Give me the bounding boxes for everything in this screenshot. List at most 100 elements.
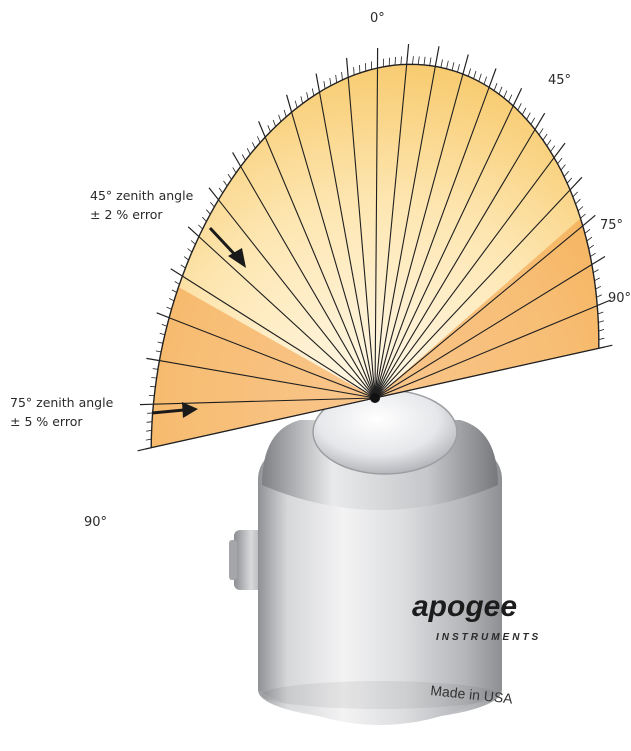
minor-tick bbox=[503, 90, 508, 99]
angle-ray bbox=[374, 189, 571, 399]
angle-ray bbox=[240, 166, 376, 399]
angle-labels: 0° 45° 75° 90° 90° bbox=[84, 11, 631, 530]
minor-tick bbox=[146, 421, 153, 423]
minor-tick bbox=[508, 94, 513, 102]
minor-tick bbox=[577, 206, 584, 212]
annotation-45-title: 45° zenith angle bbox=[90, 188, 194, 203]
angle-label-90-left: 90° bbox=[84, 515, 107, 530]
arrow-45 bbox=[208, 226, 246, 268]
sensor-origin-point bbox=[370, 393, 380, 403]
minor-tick bbox=[557, 157, 563, 165]
minor-tick bbox=[267, 125, 271, 132]
minor-tick bbox=[218, 187, 224, 194]
minor-tick bbox=[598, 329, 605, 332]
minor-tick bbox=[232, 167, 237, 174]
minor-tick bbox=[394, 56, 396, 66]
minor-tick bbox=[530, 117, 536, 125]
major-tick bbox=[534, 112, 546, 130]
minor-tick bbox=[483, 76, 487, 85]
angle-ray bbox=[374, 73, 464, 399]
angle-ray bbox=[291, 112, 376, 399]
minor-tick bbox=[206, 209, 211, 215]
minor-tick bbox=[451, 62, 455, 71]
brand-logo: apogee bbox=[412, 590, 517, 623]
minor-tick bbox=[198, 224, 203, 230]
minor-tick bbox=[246, 148, 251, 155]
minor-tick bbox=[412, 56, 414, 65]
major-tick bbox=[170, 268, 183, 277]
minor-tick bbox=[429, 57, 432, 66]
arrow-75 bbox=[151, 402, 198, 418]
minor-tick bbox=[521, 107, 527, 115]
minor-tick bbox=[473, 70, 477, 79]
major-tick bbox=[315, 73, 321, 93]
angle-ray bbox=[198, 236, 376, 399]
minor-tick bbox=[560, 164, 566, 171]
minor-tick bbox=[493, 83, 498, 91]
minor-tick bbox=[251, 142, 256, 149]
major-tick bbox=[346, 57, 349, 78]
major-tick bbox=[406, 44, 410, 65]
minor-tick bbox=[190, 240, 196, 245]
minor-tick bbox=[183, 256, 189, 261]
minor-tick bbox=[166, 306, 172, 310]
minor-tick bbox=[283, 109, 287, 117]
major-tick bbox=[569, 176, 583, 191]
minor-tick bbox=[517, 103, 522, 111]
major-tick bbox=[591, 255, 606, 266]
protractor-fan bbox=[137, 44, 613, 452]
sensor-housing bbox=[258, 445, 502, 725]
major-tick bbox=[488, 68, 497, 88]
minor-tick bbox=[595, 285, 602, 290]
minor-tick bbox=[311, 88, 315, 96]
minor-tick bbox=[159, 332, 165, 336]
major-tick bbox=[286, 94, 293, 113]
minor-tick bbox=[341, 72, 343, 80]
minor-tick bbox=[335, 74, 337, 83]
minor-tick bbox=[202, 216, 207, 222]
minor-tick bbox=[550, 145, 556, 152]
annotation-75: 75° zenith angle ± 5 % error bbox=[10, 395, 198, 429]
minor-tick bbox=[467, 68, 471, 77]
sensor-body: apogee INSTRUMENTS Made in USA bbox=[229, 389, 541, 725]
brand-subtitle: INSTRUMENTS bbox=[436, 632, 541, 643]
minor-tick bbox=[145, 438, 152, 441]
angle-ray bbox=[168, 317, 376, 399]
minor-tick bbox=[278, 114, 282, 122]
angle-ray bbox=[318, 92, 376, 399]
angle-ticks bbox=[137, 44, 613, 452]
major-tick bbox=[258, 121, 266, 138]
annotation-45-error: ± 2 % error bbox=[90, 207, 163, 222]
annotation-45: 45° zenith angle ± 2 % error bbox=[90, 188, 246, 268]
minor-tick bbox=[546, 139, 552, 147]
minor-tick bbox=[542, 133, 548, 141]
minor-tick bbox=[353, 67, 355, 76]
angle-ray bbox=[374, 225, 584, 399]
major-tick bbox=[553, 142, 566, 158]
minor-tick bbox=[157, 341, 163, 344]
minor-tick bbox=[575, 198, 581, 205]
major-tick bbox=[187, 226, 200, 238]
minor-tick bbox=[588, 244, 595, 250]
minor-tick bbox=[241, 154, 246, 161]
minor-tick bbox=[329, 77, 332, 86]
minor-tick bbox=[566, 177, 573, 184]
minor-tick bbox=[223, 180, 228, 187]
angle-ray bbox=[264, 136, 376, 399]
minor-tick bbox=[440, 59, 443, 68]
angle-ray bbox=[374, 66, 436, 399]
minor-tick bbox=[572, 191, 578, 198]
angle-ray bbox=[374, 305, 598, 399]
angle-label-90-right: 90° bbox=[608, 291, 631, 306]
minor-tick bbox=[580, 213, 586, 219]
minor-tick bbox=[174, 281, 180, 285]
major-tick bbox=[462, 54, 469, 75]
minor-tick bbox=[597, 311, 604, 315]
minor-tick bbox=[169, 298, 175, 302]
minor-tick bbox=[563, 170, 570, 177]
minor-tick bbox=[300, 96, 303, 104]
minor-tick bbox=[594, 277, 600, 282]
minor-tick bbox=[584, 228, 591, 234]
annotation-75-title: 75° zenith angle bbox=[10, 395, 114, 410]
minor-tick bbox=[323, 81, 326, 89]
